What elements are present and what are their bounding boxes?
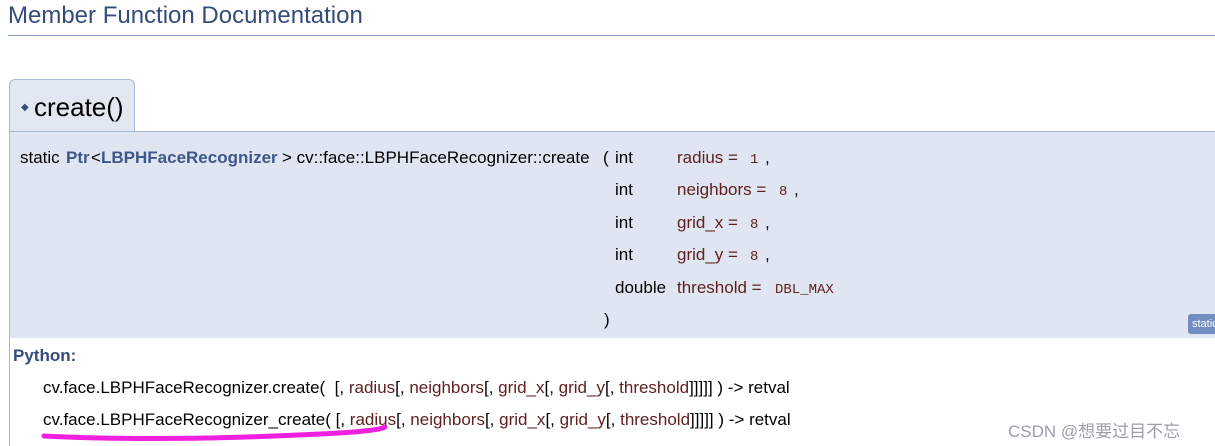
close-paren: ): [604, 310, 610, 329]
param-sep: ,: [765, 213, 770, 232]
python-arg: grid_y: [558, 378, 605, 397]
section-divider: [8, 35, 1215, 36]
qualified-name: > cv::face::LBPHFaceRecognizer::create: [282, 148, 590, 167]
param-type: double: [615, 278, 667, 297]
member-prototype: [9, 131, 1215, 339]
param-sep: ,: [794, 180, 799, 199]
python-close: ]]]]] ) -> retval: [689, 378, 790, 397]
ptr-link[interactable]: Ptr: [66, 148, 90, 167]
param-default: DBL_MAX: [775, 282, 834, 298]
section-title: Member Function Documentation: [8, 2, 363, 29]
member-title-tab: ◆ create(): [9, 79, 135, 132]
open-paren: (: [603, 148, 609, 167]
python-arg: threshold: [620, 410, 691, 429]
python-open: [,: [334, 378, 345, 397]
python-arg: grid_x: [498, 378, 545, 397]
param-type: int: [615, 148, 633, 167]
param-name: threshold =: [677, 278, 762, 297]
param-name: neighbors =: [677, 180, 767, 199]
param-name: grid_y =: [677, 245, 738, 264]
diamond-icon: ◆: [21, 102, 29, 113]
param-sep: ,: [765, 245, 770, 264]
param-type: int: [615, 245, 633, 264]
python-arg: radius: [349, 410, 397, 429]
watermark: CSDN @想要过目不忘: [1008, 422, 1181, 441]
member-name: create(): [34, 92, 124, 122]
highlight-underline-annotation: [41, 424, 388, 441]
python-arg: neighbors: [409, 378, 484, 397]
static-keyword: static: [20, 148, 60, 167]
template-open: <: [91, 148, 101, 167]
python-label: Python:: [13, 346, 77, 365]
python-arg: grid_y: [559, 410, 606, 429]
param-default: 8: [750, 249, 759, 265]
param-default: 8: [750, 217, 759, 233]
python-signature-line: cv.face.LBPHFaceRecognizer_create( [, ra…: [43, 410, 791, 429]
class-link[interactable]: LBPHFaceRecognizer: [101, 148, 278, 167]
python-arg: grid_x: [499, 410, 546, 429]
python-func: cv.face.LBPHFaceRecognizer_create(: [43, 410, 331, 429]
python-signature-line: cv.face.LBPHFaceRecognizer.create( [, ra…: [43, 378, 790, 397]
param-type: int: [615, 180, 633, 199]
param-sep: ,: [765, 148, 770, 167]
python-open: [,: [335, 410, 346, 429]
python-func: cv.face.LBPHFaceRecognizer.create(: [43, 378, 326, 397]
python-arg: radius: [348, 378, 396, 397]
member-doc: [9, 338, 1215, 446]
python-arg: neighbors: [410, 410, 485, 429]
param-type: int: [615, 213, 633, 232]
param-default: 1: [750, 152, 759, 168]
python-close: ]]]]] ) -> retval: [690, 410, 791, 429]
python-arg: threshold: [619, 378, 690, 397]
param-name: grid_x =: [677, 213, 738, 232]
static-badge: static: [1188, 314, 1215, 334]
param-default: 8: [779, 184, 788, 200]
param-name: radius =: [677, 148, 738, 167]
